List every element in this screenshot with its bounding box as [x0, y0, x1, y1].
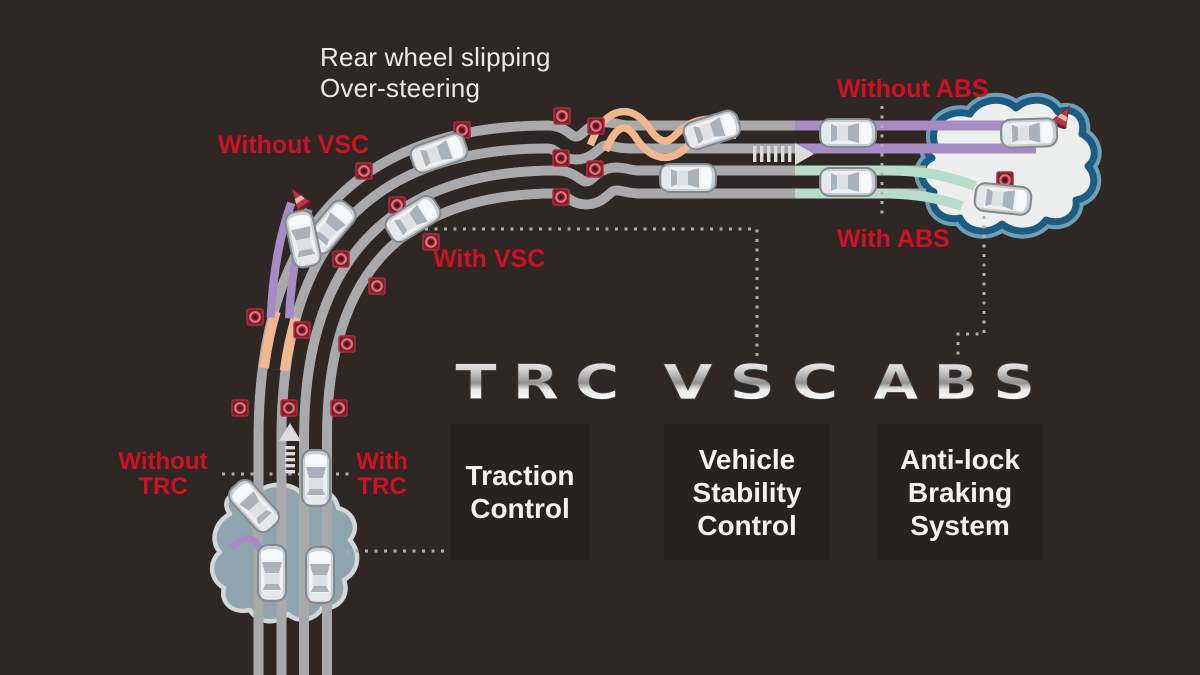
label-with-trc: With TRC [344, 449, 420, 499]
abs-name-line1: Anti-lock [900, 443, 1020, 475]
system-box-trc: Traction Control [450, 424, 590, 560]
heading-line-1: Rear wheel slipping [320, 42, 551, 72]
label-with-trc-line1: With [356, 448, 408, 475]
system-box-abs: Anti-lock Braking System [877, 424, 1043, 560]
course-marker-icon [367, 276, 387, 296]
car-without-abs-on-ice [999, 117, 1059, 149]
car-with-abs-approach [819, 167, 877, 197]
badge-trc: TRC [455, 355, 635, 411]
label-with-trc-line2: TRC [357, 473, 407, 500]
abs-name-line3: System [910, 509, 1010, 541]
car-without-abs-approach [819, 118, 877, 148]
direction-arrow-right [753, 143, 814, 165]
abs-connector-dotted [956, 216, 986, 357]
label-without-abs: Without ABS [837, 75, 989, 103]
vsc-name-line2: Stability [692, 476, 802, 508]
car-with-vsc-straight [659, 163, 717, 193]
badge-abs: ABS [873, 355, 1050, 411]
direction-arrow-up [279, 423, 301, 474]
course-marker-icon [586, 116, 606, 136]
trail-with-abs [795, 165, 977, 211]
course-marker-icon [245, 307, 265, 327]
car-with-abs-on-ice [972, 181, 1034, 217]
heading-line-2: Over-steering [320, 73, 481, 103]
vsc-name-line1: Vehicle [698, 443, 796, 475]
label-without-trc: Without TRC [106, 449, 220, 499]
chrome-badge-title: TRC VSC ABS [455, 355, 1050, 412]
label-without-trc-line2: TRC [138, 473, 188, 500]
heading-oversteer: Rear wheel slipping Over-steering [320, 42, 551, 104]
label-without-trc-line1: Without [118, 448, 208, 475]
course-marker-icon [551, 187, 571, 207]
label-with-abs: With ABS [837, 225, 950, 253]
car-trc-approach-left [257, 544, 287, 602]
car-with-trc [301, 449, 331, 507]
course-marker-icon [585, 159, 605, 179]
label-without-vsc: Without VSC [218, 131, 370, 159]
vsc-name-line3: Control [697, 509, 797, 541]
course-marker-icon [292, 320, 312, 340]
course-marker-icon [354, 161, 374, 181]
system-box-vsc: Vehicle Stability Control [664, 424, 830, 560]
car-curve-exit [406, 129, 472, 177]
course-marker-icon [329, 398, 349, 418]
road-inner-lane [299, 162, 926, 675]
car-trc-approach-right [305, 546, 335, 604]
course-marker-icon [337, 334, 357, 354]
badge-vsc: VSC [663, 355, 855, 411]
trc-name-line1: Traction [465, 460, 575, 491]
abs-name-line2: Braking [907, 476, 1013, 508]
course-marker-icon [552, 106, 572, 126]
course-marker-icon [279, 398, 299, 418]
course-marker-icon [230, 398, 250, 418]
course-marker-icon [551, 148, 571, 168]
trail-wheel-slip-curve [258, 309, 301, 372]
trc-name-line2: Control [470, 493, 570, 524]
label-with-vsc: With VSC [433, 245, 546, 273]
course-marker-icon [331, 249, 351, 269]
